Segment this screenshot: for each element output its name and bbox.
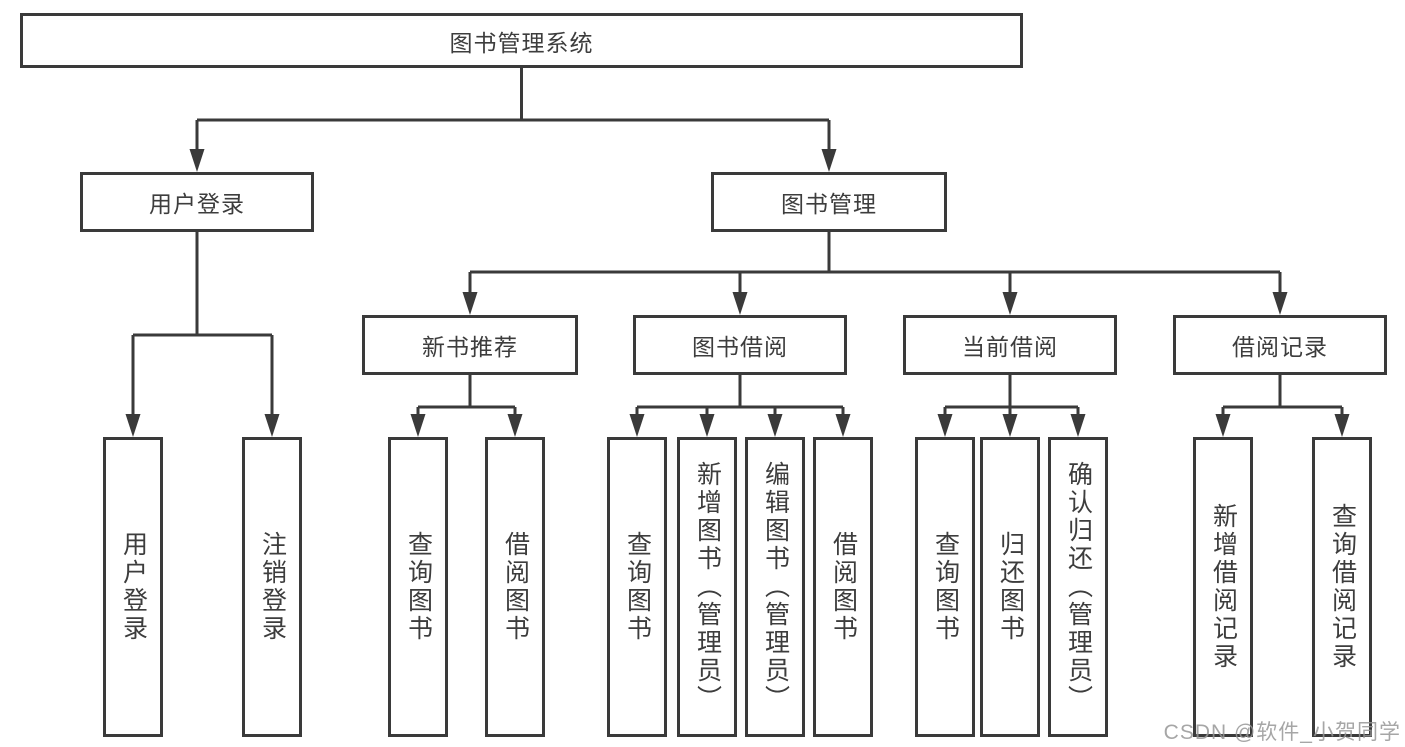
diagram-node-label: 图书管理 bbox=[781, 191, 877, 217]
diagram-node-l-logout: 注销登录 bbox=[242, 437, 302, 737]
diagram-node-l-borrow-b: 借阅图书 bbox=[813, 437, 873, 737]
diagram-node-l-borrow-a: 借阅图书 bbox=[485, 437, 545, 737]
diagram-node-l-query-a: 查询图书 bbox=[388, 437, 448, 737]
diagram-node-n-current: 当前借阅 bbox=[903, 315, 1117, 375]
diagram-node-n-new-book: 新书推荐 bbox=[362, 315, 578, 375]
diagram-node-n-book-mgmt: 图书管理 bbox=[711, 172, 947, 232]
arrowhead-down-icon bbox=[821, 149, 837, 172]
arrowhead-down-icon bbox=[1272, 292, 1288, 315]
diagram-node-l-return: 归还图书 bbox=[980, 437, 1040, 737]
diagram-node-root: 图书管理系统 bbox=[20, 13, 1023, 68]
arrowhead-down-icon bbox=[125, 414, 141, 437]
arrowhead-down-icon bbox=[732, 292, 748, 315]
arrowhead-down-icon bbox=[1002, 414, 1018, 437]
diagram-node-label: 新增图书（管理员） bbox=[693, 461, 722, 713]
arrowhead-down-icon bbox=[410, 414, 426, 437]
diagram-node-label: 当前借阅 bbox=[962, 334, 1058, 360]
diagram-node-l-add-record: 新增借阅记录 bbox=[1193, 437, 1253, 737]
diagram-node-label: 查询图书 bbox=[404, 531, 433, 643]
diagram-node-l-query-c: 查询图书 bbox=[915, 437, 975, 737]
diagram-node-l-query-b: 查询图书 bbox=[607, 437, 667, 737]
arrowhead-down-icon bbox=[767, 414, 783, 437]
arrowhead-down-icon bbox=[629, 414, 645, 437]
diagram-node-l-query-record: 查询借阅记录 bbox=[1312, 437, 1372, 737]
arrowhead-down-icon bbox=[1334, 414, 1350, 437]
diagram-node-label: 编辑图书（管理员） bbox=[761, 461, 790, 713]
arrowhead-down-icon bbox=[937, 414, 953, 437]
diagram-node-label: 图书借阅 bbox=[692, 334, 788, 360]
arrowhead-down-icon bbox=[189, 149, 205, 172]
diagram-node-label: 借阅记录 bbox=[1232, 334, 1328, 360]
arrowhead-down-icon bbox=[699, 414, 715, 437]
diagram-node-label: 归还图书 bbox=[996, 531, 1025, 643]
arrowhead-down-icon bbox=[1002, 292, 1018, 315]
diagram-node-n-user-login: 用户登录 bbox=[80, 172, 314, 232]
diagram-node-l-user-login: 用户登录 bbox=[103, 437, 163, 737]
diagram-node-label: 借阅图书 bbox=[829, 531, 858, 643]
arrowhead-down-icon bbox=[462, 292, 478, 315]
diagram-node-label: 借阅图书 bbox=[501, 531, 530, 643]
diagram-node-label: 查询图书 bbox=[931, 531, 960, 643]
diagram-node-label: 新书推荐 bbox=[422, 334, 518, 360]
diagram-node-label: 查询图书 bbox=[623, 531, 652, 643]
arrowhead-down-icon bbox=[1215, 414, 1231, 437]
diagram-node-l-add-book: 新增图书（管理员） bbox=[677, 437, 737, 737]
diagram-node-label: 用户登录 bbox=[149, 191, 245, 217]
diagram-node-label: 新增借阅记录 bbox=[1209, 503, 1238, 671]
arrowhead-down-icon bbox=[835, 414, 851, 437]
diagram-node-label: 用户登录 bbox=[119, 531, 148, 643]
diagram-node-n-borrow: 图书借阅 bbox=[633, 315, 847, 375]
diagram-node-l-edit-book: 编辑图书（管理员） bbox=[745, 437, 805, 737]
watermark: CSDN @软件_小贺同学 bbox=[1163, 721, 1401, 744]
diagram-node-label: 查询借阅记录 bbox=[1328, 503, 1357, 671]
diagram-node-label: 确认归还（管理员） bbox=[1064, 461, 1093, 713]
diagram-node-l-confirm-return: 确认归还（管理员） bbox=[1048, 437, 1108, 737]
diagram-node-n-record: 借阅记录 bbox=[1173, 315, 1387, 375]
arrowhead-down-icon bbox=[264, 414, 280, 437]
diagram-node-label: 注销登录 bbox=[258, 531, 287, 643]
diagram-node-label: 图书管理系统 bbox=[449, 29, 594, 56]
arrowhead-down-icon bbox=[1070, 414, 1086, 437]
arrowhead-down-icon bbox=[507, 414, 523, 437]
